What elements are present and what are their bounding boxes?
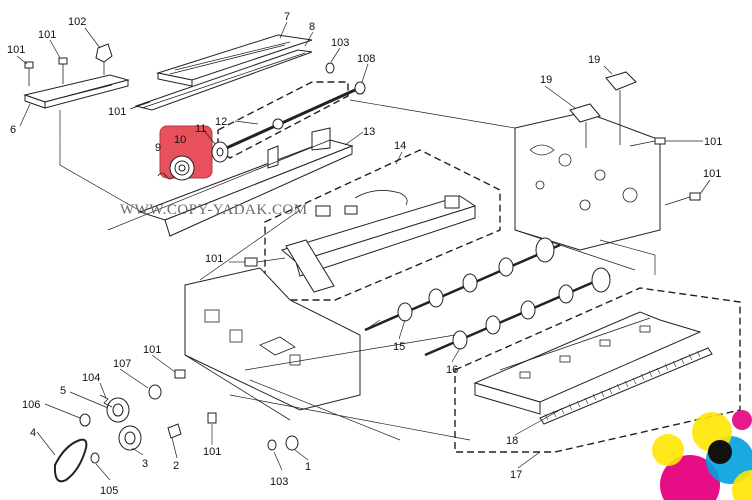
callout-101: 101 xyxy=(203,446,221,458)
spring-9 xyxy=(157,172,175,180)
clip-2 xyxy=(167,423,182,439)
screw-101-lower-1 xyxy=(174,369,186,379)
callout-leaders xyxy=(16,21,711,481)
bracket-19-lower xyxy=(569,103,601,148)
callout-2: 2 xyxy=(173,460,179,472)
callout-1: 1 xyxy=(305,461,311,473)
callout-102: 102 xyxy=(68,16,86,28)
screw-101-right-2 xyxy=(664,192,701,206)
gear-3 xyxy=(118,425,142,451)
bracket-19-upper xyxy=(605,71,637,145)
callout-19: 19 xyxy=(588,54,600,66)
brush-18 xyxy=(539,347,713,425)
tray-17 xyxy=(473,311,702,415)
callout-108: 108 xyxy=(357,53,375,65)
highlighted-part-10 xyxy=(159,125,213,181)
screw-101-lower-2 xyxy=(207,412,217,424)
callout-101: 101 xyxy=(703,168,721,180)
bushing-107 xyxy=(148,384,162,400)
callout-11: 11 xyxy=(195,123,206,135)
group-outline-17 xyxy=(454,287,741,453)
belt-4 xyxy=(53,438,88,483)
group-outline-14 xyxy=(264,149,501,301)
guide-plate-8 xyxy=(134,49,313,111)
screw-101-top-left xyxy=(24,61,34,86)
callout-13: 13 xyxy=(363,126,375,138)
callout-103: 103 xyxy=(270,476,288,488)
bushing-1 xyxy=(285,435,299,451)
callout-101: 101 xyxy=(108,106,126,118)
roller-shaft-16 xyxy=(424,267,611,357)
callout-101: 101 xyxy=(143,344,161,356)
shaft-12 xyxy=(221,62,366,152)
callout-6: 6 xyxy=(10,124,16,136)
callout-4: 4 xyxy=(30,427,36,439)
cmyk-logo xyxy=(652,410,752,500)
bracket-13 xyxy=(138,127,354,237)
cover-plate-7 xyxy=(156,34,313,87)
callout-106: 106 xyxy=(22,399,40,411)
watermark-text: WWW.COPY-YADAK.COM xyxy=(120,202,308,218)
callout-19: 19 xyxy=(540,74,552,86)
ring-105 xyxy=(90,452,100,464)
callout-7: 7 xyxy=(284,11,290,23)
clip-102 xyxy=(95,43,113,75)
callout-105: 105 xyxy=(100,485,118,497)
callout-labels: 101 101 102 6 7 8 103 108 101 12 11 10 9… xyxy=(7,11,722,497)
screw-101-top-left-2 xyxy=(58,57,68,84)
callout-101: 101 xyxy=(7,44,25,56)
e-ring-103-lower xyxy=(267,439,277,451)
side-frame-left xyxy=(184,267,361,421)
callout-16: 16 xyxy=(446,364,458,376)
callout-101: 101 xyxy=(704,136,722,148)
spring-104 xyxy=(99,394,113,408)
callout-8: 8 xyxy=(309,21,315,33)
callout-15: 15 xyxy=(393,341,405,353)
bracket-assembly-6 xyxy=(23,43,130,109)
callout-14: 14 xyxy=(394,140,406,152)
assembly-lines xyxy=(59,99,656,441)
callout-5: 5 xyxy=(60,385,66,397)
sensor-assembly-14 xyxy=(280,190,477,293)
roller-shaft-15 xyxy=(364,237,561,332)
callout-10: 10 xyxy=(174,134,186,146)
callout-18: 18 xyxy=(506,435,518,447)
callout-17: 17 xyxy=(510,469,522,481)
washer-106 xyxy=(79,413,91,427)
callout-9: 9 xyxy=(155,142,161,154)
callout-12: 12 xyxy=(215,116,227,128)
gear-5 xyxy=(106,397,130,423)
callout-107: 107 xyxy=(113,358,131,370)
callout-104: 104 xyxy=(82,372,100,384)
gear-11 xyxy=(211,141,229,163)
callout-101: 101 xyxy=(38,29,56,41)
callout-3: 3 xyxy=(142,458,148,470)
callout-103: 103 xyxy=(331,37,349,49)
callout-101: 101 xyxy=(205,253,223,265)
